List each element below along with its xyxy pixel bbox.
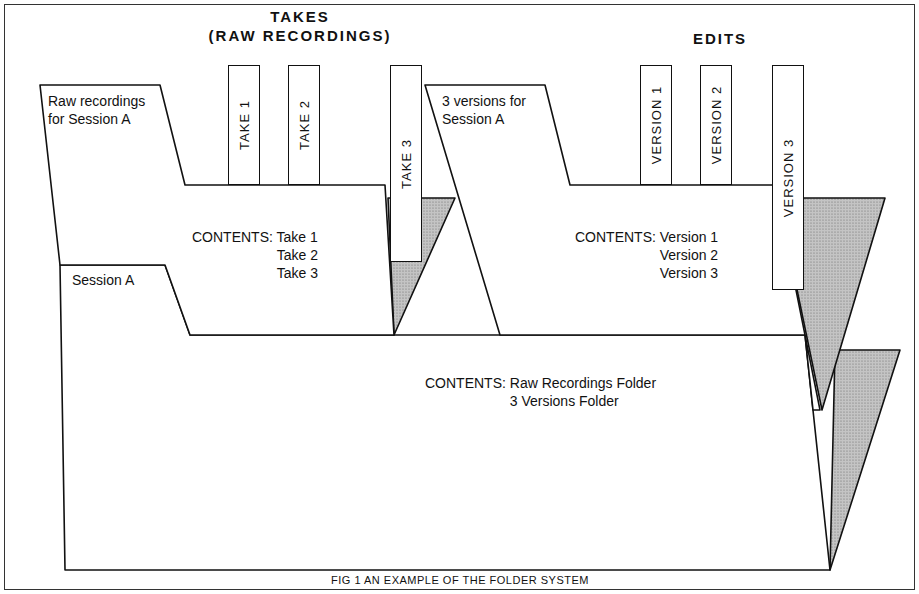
text-holder: 3 versions for Session A [442,92,526,128]
text-line: Take 2 [192,246,318,264]
contents-list: CONTENTS: Version 1 Version 2 Version 3 [575,228,718,283]
text-holder: TAKES (RAW RECORDINGS) [209,8,392,46]
text-holder: TAKE 1 [237,100,252,150]
folder-panel [425,85,820,410]
folder-tab: TAKE 2 [288,65,320,185]
folder-panel [830,350,900,570]
text-holder: CONTENTS: Version 1 Version 2 Version 3 [575,228,718,283]
text-holder: EDITS [693,30,747,49]
text-line: for Session A [48,110,145,128]
folder: Raw recordings for Session A CONTENTS: Ta… [35,60,485,340]
text-line: 3 versions for [442,92,526,110]
text-line: Version 3 [575,264,718,282]
tab-label: VERSION 2 [709,86,724,164]
folder: Session A CONTENTS: Raw Recordings Folder… [30,55,910,580]
text-holder: Raw recordings for Session A [48,92,145,128]
folder-tab: VERSION 3 [772,65,804,290]
text-holder: FIG 1 AN EXAMPLE OF THE FOLDER SYSTEM [331,574,589,586]
text-line: Session A [442,110,526,128]
folder-panel [40,85,394,335]
column-heading: TAKES (RAW RECORDINGS) [209,8,392,46]
contents-list: CONTENTS: Raw Recordings Folder 3 Versio… [425,374,656,410]
folder-tab-label: Raw recordings for Session A [48,92,145,128]
text-line: TAKES [209,8,392,27]
folder-tab-label: Session A [72,271,134,289]
text-holder: VERSION 3 [781,138,796,216]
folder-tab-label: 3 versions for Session A [442,92,526,128]
text-line: Take 3 [192,264,318,282]
text-holder: CONTENTS: Raw Recordings Folder 3 Versio… [425,374,656,410]
folder-tab: TAKE 1 [228,65,260,185]
text-line: 3 Versions Folder [425,392,656,410]
text-holder: TAKE 3 [399,139,414,189]
text-line: Raw recordings [48,92,145,110]
text-line: Version 2 [575,246,718,264]
tab-label: TAKE 2 [297,100,312,150]
tab-label: TAKE 1 [237,100,252,150]
figure-caption: FIG 1 AN EXAMPLE OF THE FOLDER SYSTEM [331,574,589,586]
folder: 3 versions for Session A CONTENTS: Versio… [420,60,895,415]
tab-label: VERSION 3 [781,138,796,216]
column-heading: EDITS [693,30,747,49]
folder-tab: TAKE 3 [390,65,422,262]
text-line: CONTENTS: Version 1 [575,228,718,246]
text-holder: VERSION 1 [649,86,664,164]
contents-list: CONTENTS: Take 1 Take 2 Take 3 [192,228,318,283]
folder-tab: VERSION 1 [640,65,672,185]
tab-label: VERSION 1 [649,86,664,164]
text-line: Session A [72,271,134,289]
frame-rect [5,5,915,590]
text-line: CONTENTS: Take 1 [192,228,318,246]
text-holder: CONTENTS: Take 1 Take 2 Take 3 [192,228,318,283]
tab-label: TAKE 3 [399,139,414,189]
text-line: CONTENTS: Raw Recordings Folder [425,374,656,392]
text-line: EDITS [693,30,747,49]
text-holder: Session A [72,271,134,289]
folder-tab: VERSION 2 [700,65,732,185]
text-holder: TAKE 2 [297,100,312,150]
text-holder: VERSION 2 [709,86,724,164]
text-line: (RAW RECORDINGS) [209,27,392,46]
